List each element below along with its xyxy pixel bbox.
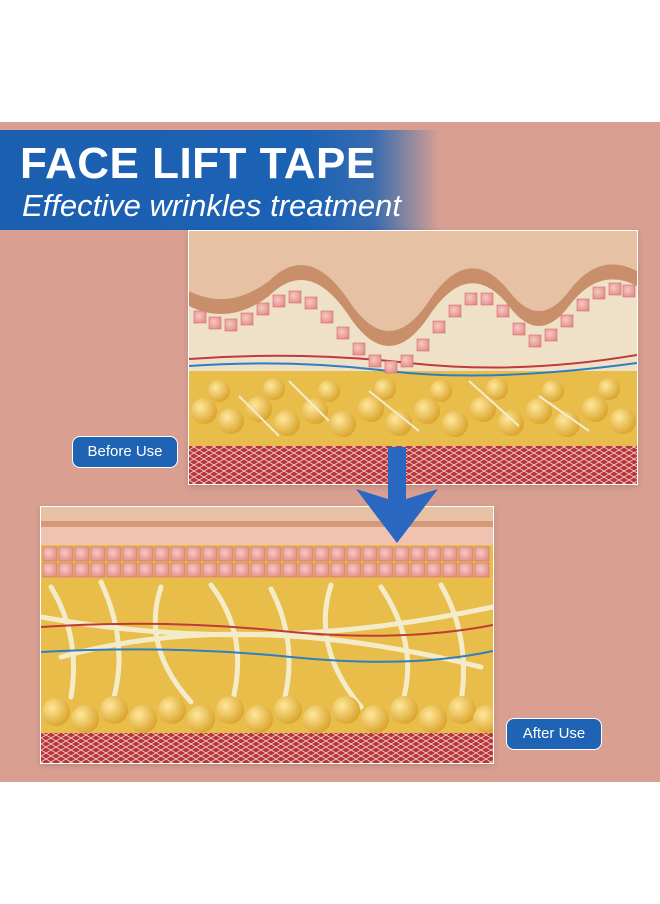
after-skin-image — [40, 506, 494, 764]
banner-subtitle: Effective wrinkles treatment — [22, 188, 402, 223]
banner-title: FACE LIFT TAPE — [20, 139, 376, 188]
before-skin-illustration — [189, 231, 637, 484]
arrow-down-icon — [356, 447, 438, 543]
title-banner — [0, 130, 440, 230]
after-skin-illustration — [41, 507, 493, 763]
before-use-label: Before Use — [72, 436, 178, 468]
after-use-label: After Use — [506, 718, 602, 750]
before-skin-image — [188, 230, 638, 485]
